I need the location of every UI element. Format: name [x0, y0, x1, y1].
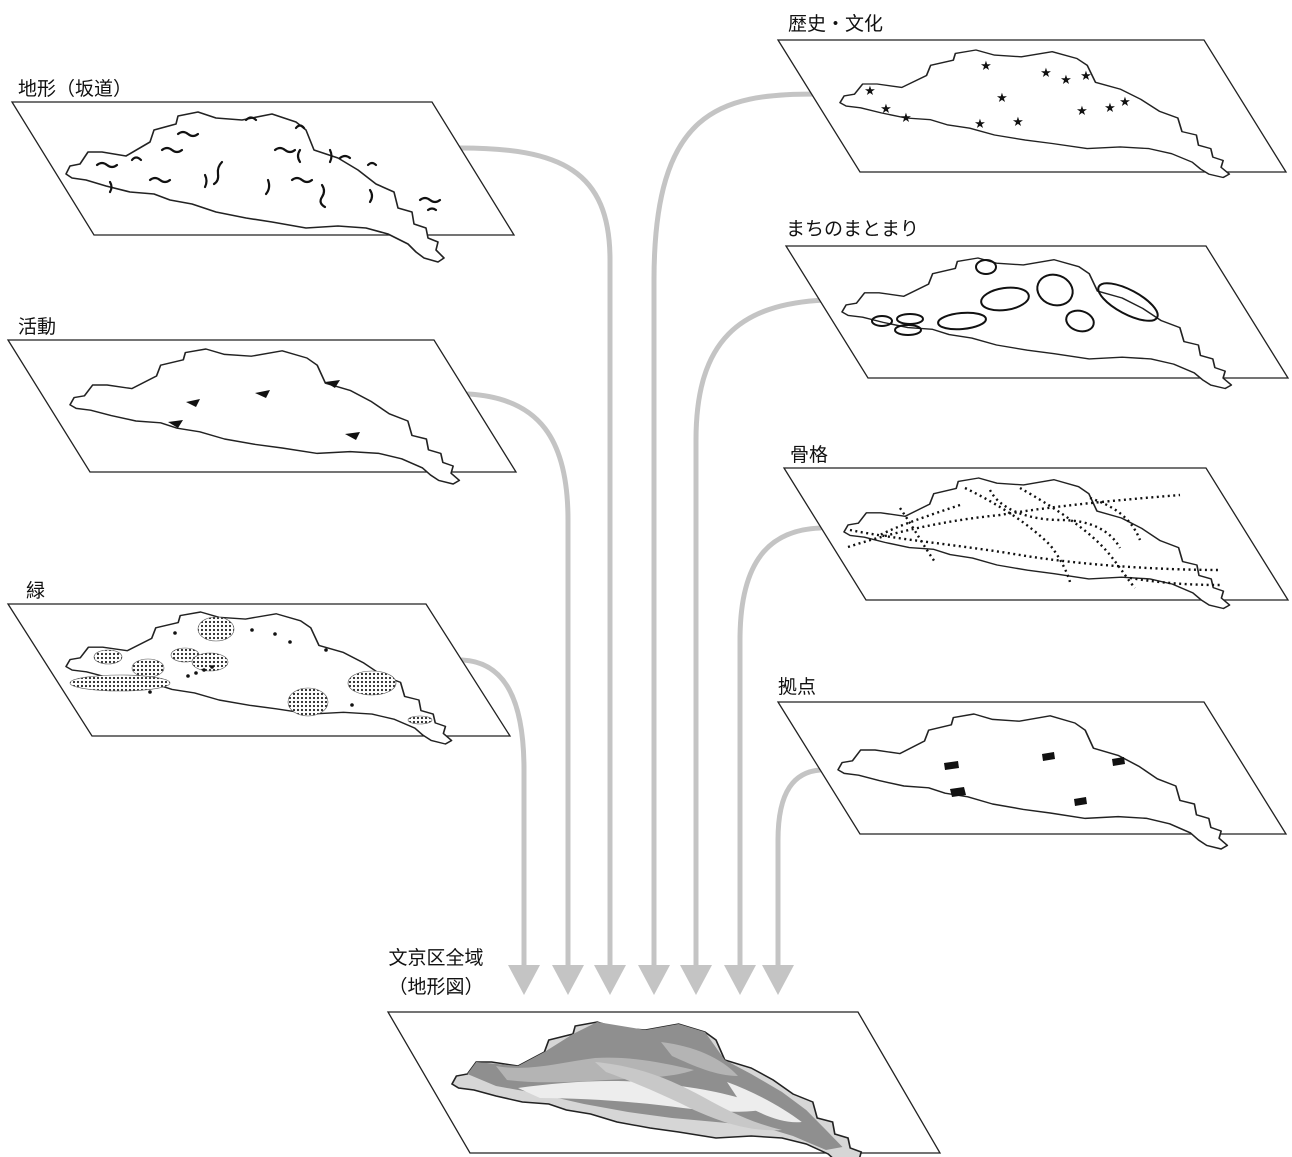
layer-topography [10, 101, 516, 263]
label-activity: 活動 [18, 316, 57, 338]
layer-framework [782, 467, 1290, 610]
arrowhead [724, 965, 756, 995]
tree-dots-icon [148, 628, 354, 707]
label-hubs: 拠点 [778, 676, 817, 698]
triangle-markers-icon [168, 380, 360, 440]
svg-text:★: ★ [996, 91, 1008, 106]
layer-history: ★ ★ ★ ★ ★ ★ ★ ★ ★ ★ ★ ★ ★ [776, 39, 1288, 179]
dotted-hatch-icon [69, 616, 433, 725]
svg-text:★: ★ [1080, 69, 1092, 84]
elevation-shading-icon [450, 1021, 863, 1157]
label-greenery: 緑 [26, 580, 46, 602]
arrow-greenery [459, 657, 527, 968]
label-framework: 骨格 [790, 444, 829, 466]
label-topography: 地形（坂道） [18, 78, 133, 100]
svg-text:★: ★ [1012, 115, 1024, 130]
label-base-line2: （地形図） [388, 976, 484, 999]
layer-hubs [776, 701, 1288, 850]
arrow-activity [465, 391, 571, 968]
svg-text:★: ★ [1104, 101, 1116, 116]
svg-text:★: ★ [1060, 73, 1072, 88]
layer-greenery [6, 603, 512, 745]
svg-text:★: ★ [880, 102, 892, 117]
svg-text:★: ★ [1040, 66, 1052, 81]
slope-squiggles-icon [95, 116, 442, 212]
arrow-framework [737, 525, 823, 968]
layer-activity [6, 339, 518, 485]
arrowhead [762, 965, 794, 995]
svg-text:★: ★ [1119, 95, 1131, 110]
arrowhead [594, 965, 626, 995]
layer-neighborhoods [784, 245, 1290, 390]
arrowhead [508, 965, 540, 995]
svg-text:★: ★ [900, 111, 912, 126]
svg-text:★: ★ [980, 59, 992, 74]
arrowheads [508, 965, 794, 995]
arrowhead [680, 965, 712, 995]
arrow-topography [457, 145, 613, 968]
dotted-lines-icon [847, 486, 1221, 589]
arrows [457, 91, 828, 968]
square-markers-icon [944, 752, 1125, 806]
arrowhead [552, 965, 584, 995]
label-history: 歴史・文化 [788, 13, 884, 35]
label-base-line1: 文京区全域 [388, 947, 484, 969]
svg-text:★: ★ [864, 84, 876, 99]
arrow-hubs [775, 767, 823, 968]
arrowhead [638, 965, 670, 995]
layer-base-terrain [386, 1011, 942, 1157]
arrow-neighborhoods [693, 297, 828, 968]
arrow-history [651, 91, 818, 968]
label-neighborhoods: まちのまとまり [786, 218, 920, 240]
star-markers-icon: ★ ★ ★ ★ ★ ★ ★ ★ ★ ★ ★ ★ ★ [864, 59, 1131, 132]
ellipse-outlines-icon [871, 259, 1159, 336]
svg-text:★: ★ [1076, 104, 1088, 119]
svg-text:★: ★ [974, 117, 986, 132]
label-base: 文京区全域 （地形図） [372, 944, 500, 1003]
